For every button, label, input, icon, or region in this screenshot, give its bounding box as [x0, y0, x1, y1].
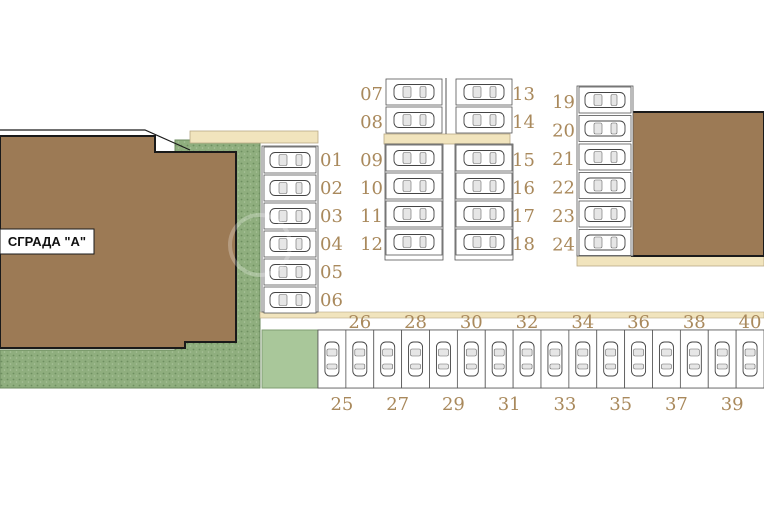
parking-spot-28 [401, 329, 430, 389]
parking-spot-02 [263, 174, 317, 202]
parking-spot-40 [735, 329, 764, 389]
parking-spot-30 [456, 329, 486, 389]
parking-spot-13 [455, 78, 513, 106]
building-a: СГРАДА "А" [0, 129, 237, 349]
spot-number: 21 [552, 149, 575, 170]
parking-spot-24 [578, 229, 632, 256]
parking-spot-29 [429, 329, 458, 389]
parking-spot-05 [263, 258, 317, 286]
parking-spot-06 [263, 286, 317, 314]
spot-number: 36 [627, 312, 650, 333]
parking-spot-15 [455, 144, 513, 172]
spot-number: 34 [571, 312, 594, 333]
spot-number: 29 [442, 394, 465, 415]
spot-number: 20 [552, 121, 575, 142]
parking-spot-07 [385, 78, 443, 106]
parking-spot-17 [455, 200, 513, 228]
spot-number: 38 [683, 312, 706, 333]
spot-number: 40 [739, 312, 762, 333]
parking-spot-11 [385, 200, 443, 228]
parking-spot-20 [578, 115, 632, 142]
parking-row-bottom: 26 28 30 32 34 36 38 40 25 27 29 31 33 35 37 39 [317, 312, 764, 415]
parking-spot-26 [345, 329, 375, 389]
parking-spot-35 [596, 329, 626, 389]
parking-spot-27 [373, 329, 403, 389]
parking-spot-10 [385, 172, 443, 200]
building-b [631, 111, 764, 257]
spot-number: 28 [404, 312, 427, 333]
spot-number: 26 [348, 312, 371, 333]
watermark [228, 213, 292, 277]
spot-number: 24 [552, 235, 575, 256]
spot-number: 37 [665, 394, 688, 415]
parking-spot-33 [540, 329, 570, 389]
parking-spot-36 [624, 329, 653, 389]
spot-number: 14 [512, 112, 535, 133]
spot-number: 17 [512, 206, 535, 227]
spot-number: 39 [721, 394, 744, 415]
spot-number: 27 [386, 394, 409, 415]
parking-spot-04 [263, 230, 317, 258]
spot-number: 13 [512, 84, 535, 105]
parking-spot-01 [263, 146, 317, 174]
parking-spot-03 [263, 202, 317, 230]
spot-number: 22 [552, 178, 575, 199]
parking-spot-38 [679, 329, 709, 389]
spot-number: 06 [320, 290, 343, 311]
spot-number: 23 [552, 206, 575, 227]
spot-number: 07 [360, 84, 383, 105]
parking-spot-21 [578, 143, 632, 171]
parking-spot-34 [568, 329, 598, 389]
parking-spot-31 [484, 329, 514, 389]
parking-spot-09 [385, 144, 443, 172]
parking-spot-23 [578, 200, 632, 228]
spot-number: 03 [320, 206, 343, 227]
spot-number: 10 [360, 178, 383, 199]
parking-block-middle: 07 08 09 10 11 12 13 14 15 16 17 18 [360, 78, 535, 261]
spot-number: 15 [512, 150, 535, 171]
spot-number: 01 [320, 150, 343, 171]
parking-spot-14 [455, 106, 513, 134]
parking-spot-22 [578, 172, 632, 199]
parking-spot-37 [652, 329, 681, 389]
spot-number: 25 [330, 394, 353, 415]
spot-number: 19 [552, 92, 575, 113]
building-a-label: СГРАДА "А" [8, 234, 86, 249]
spot-number: 33 [553, 394, 576, 415]
spot-number: 18 [512, 234, 535, 255]
parking-row-left: 01 02 03 04 05 06 [261, 145, 343, 314]
spot-number: 32 [516, 312, 539, 333]
parking-spot-08 [385, 106, 443, 134]
spot-number: 31 [498, 394, 521, 415]
spot-number: 02 [320, 178, 343, 199]
spot-number: 09 [360, 150, 383, 171]
spot-number: 11 [360, 206, 383, 227]
parking-spot-32 [512, 329, 542, 389]
spot-number: 12 [360, 234, 383, 255]
parking-spot-16 [455, 172, 513, 200]
spot-number: 35 [609, 394, 632, 415]
parking-spot-18 [455, 228, 513, 256]
parking-spot-39 [707, 329, 737, 389]
parking-spot-19 [578, 86, 632, 114]
parking-row-right: 19 20 21 22 23 24 [552, 85, 634, 257]
spot-number: 08 [360, 112, 383, 133]
parking-spot-12 [385, 228, 443, 256]
spot-number: 04 [320, 234, 343, 255]
spot-number: 05 [320, 262, 343, 283]
spot-number: 16 [512, 178, 535, 199]
spot-number: 30 [460, 312, 483, 333]
parking-spot-25 [317, 329, 347, 389]
